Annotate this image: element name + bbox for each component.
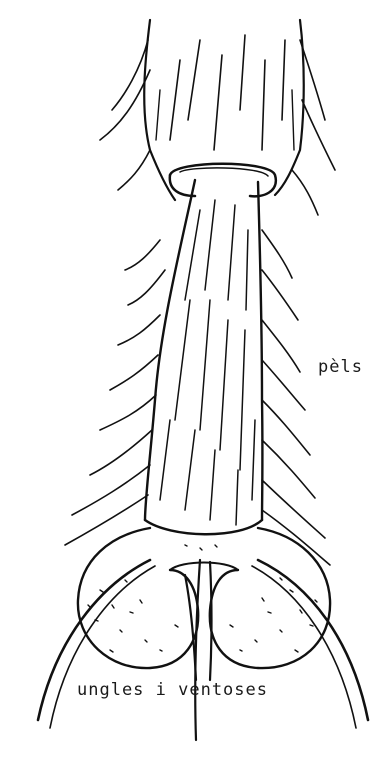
tarsus-segment: [145, 180, 262, 534]
hairs-left: [65, 40, 165, 545]
sucker-texture: [88, 545, 317, 652]
joint-ring: [170, 164, 276, 197]
claws-and-suckers-label: ungles i ventoses: [77, 680, 268, 700]
hairs-label: pèls: [318, 357, 363, 377]
upper-leg-segment: [144, 20, 304, 200]
claws: [38, 560, 368, 728]
hairs-right: [262, 40, 335, 565]
suckers: [78, 528, 330, 668]
